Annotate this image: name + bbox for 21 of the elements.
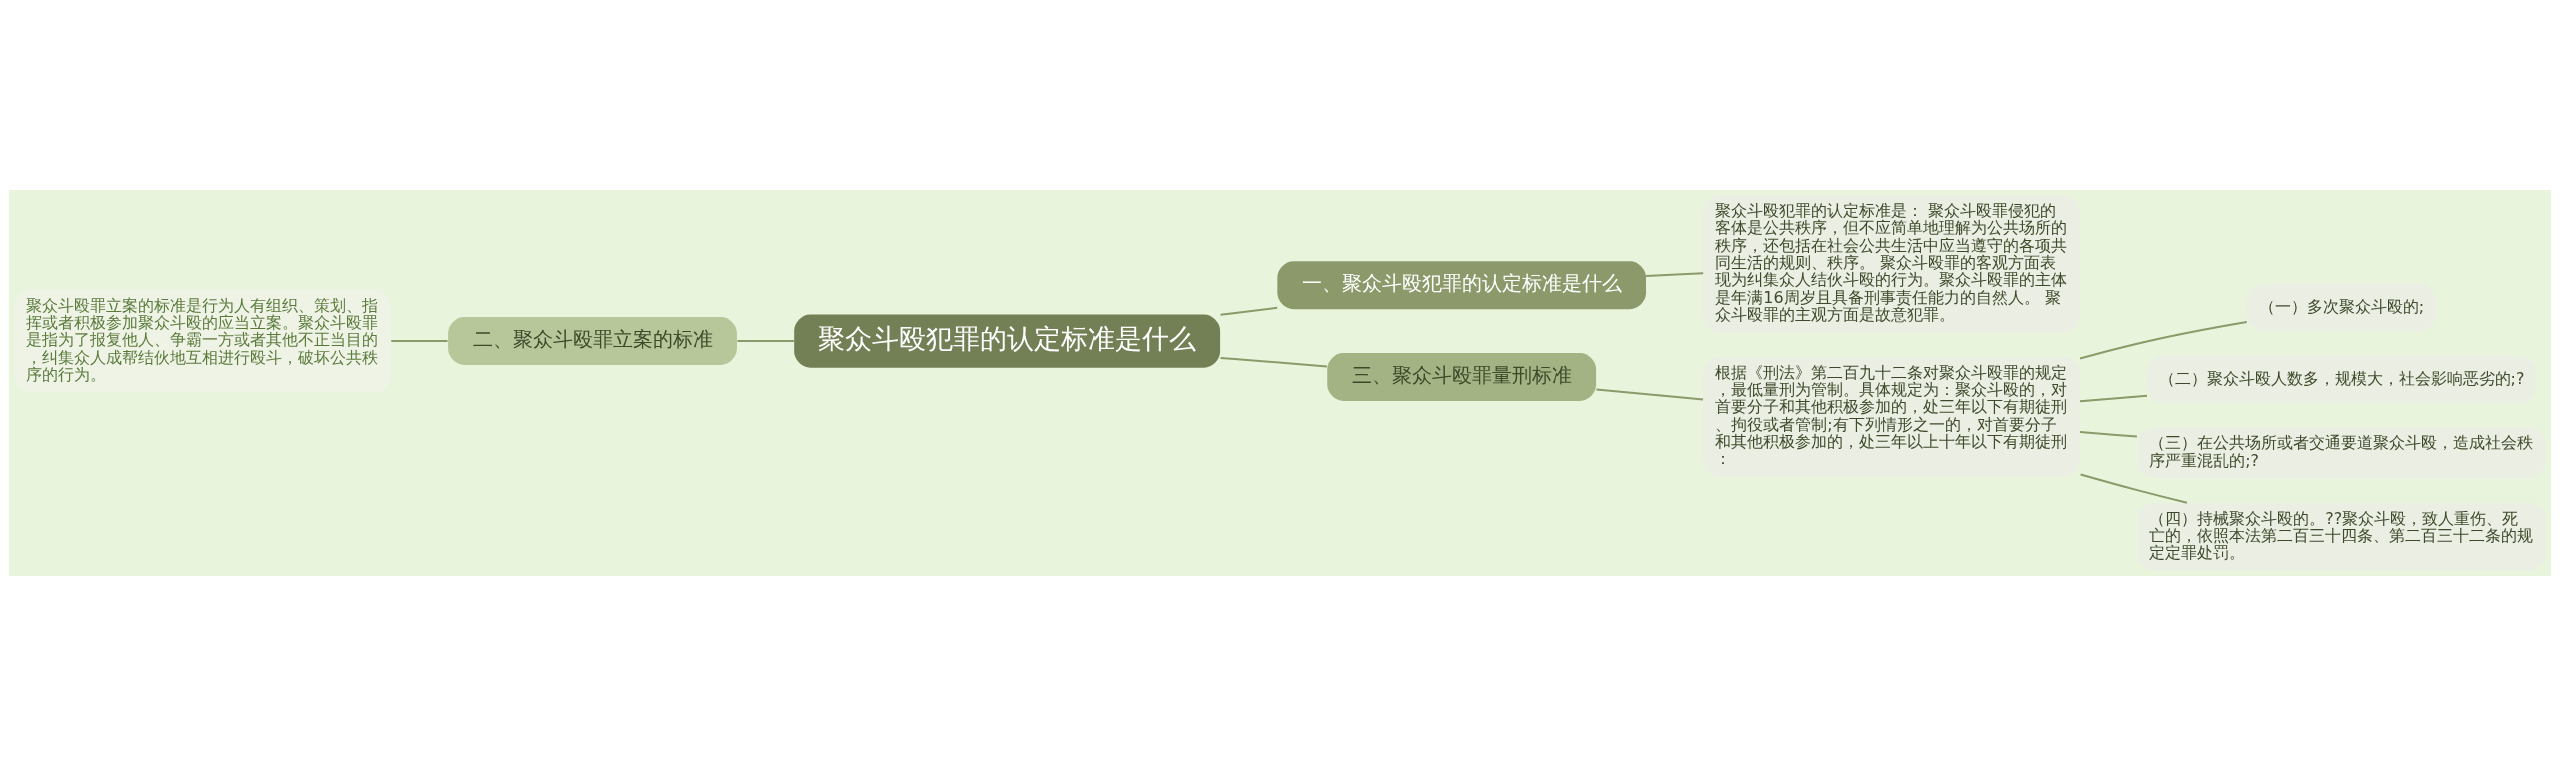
node-box: 聚众斗殴罪立案的标准是行为人有组织、策划、指挥或者积极参加聚众斗殴的应当立案。聚众斗殴罪是指为了报复他人、争霸一方或者其他不正当目的，纠集众人成帮结伙地互相进行殴斗，破坏公共秩序的行为。 xyxy=(14,289,391,393)
node-box: （二）聚众斗殴人数多，规模大，社会影响恶劣的;? xyxy=(2147,355,2536,404)
node-box: （四）持械聚众斗殴的。??聚众斗殴，致人重伤、死亡的，依照本法第二百三十四条、第二百三十二条的规定定罪处罚。 xyxy=(2137,502,2546,571)
node-box: 根据《刑法》第二百九十二条对聚众斗殴罪的规定，最低量刑为管制。具体规定为：聚众斗殴的，对首要分子和其他积极参加的，处三年以下有期徒刑、拘役或者管制;有下列情形之一的，对首要分子和其他积极参加的，处三年以上十年以下有期徒刑： xyxy=(1703,357,2080,477)
node-box: 二、聚众斗殴罪立案的标准 xyxy=(448,317,737,366)
connector xyxy=(1595,388,1705,401)
node-box: 聚众斗殴犯罪的认定标准是： 聚众斗殴罪侵犯的客体是公共秩序，但不应简单地理解为公共场所的秩序，还包括在社会公共生活中应当遵守的各项共同生活的规则、秩序。 聚众斗殴罪的客观方面表现为纠集众人结伙斗殴的行为。聚众斗殴罪的主体是年满16周岁且具备刑事责任能力的自然人。 聚众斗殴罪的主观方面是故意犯罪。 xyxy=(1703,195,2080,333)
connector xyxy=(2079,473,2188,504)
connector xyxy=(2079,394,2148,403)
connector xyxy=(390,340,449,343)
node-box: 一、聚众斗殴犯罪的认定标准是什么 xyxy=(1277,261,1647,310)
node-box: （一）多次聚众斗殴的; xyxy=(2247,283,2436,332)
connector xyxy=(1219,306,1279,316)
connector xyxy=(2079,430,2138,438)
connector xyxy=(2079,321,2248,360)
connector xyxy=(1645,272,1705,278)
node-box: （三）在公共场所或者交通要道聚众斗殴，造成社会秩序严重混乱的;? xyxy=(2137,427,2546,479)
node-box: 聚众斗殴犯罪的认定标准是什么 xyxy=(794,314,1221,368)
connector xyxy=(1219,356,1328,368)
node-box: 三、聚众斗殴罪量刑标准 xyxy=(1327,353,1597,401)
connector xyxy=(736,340,795,343)
